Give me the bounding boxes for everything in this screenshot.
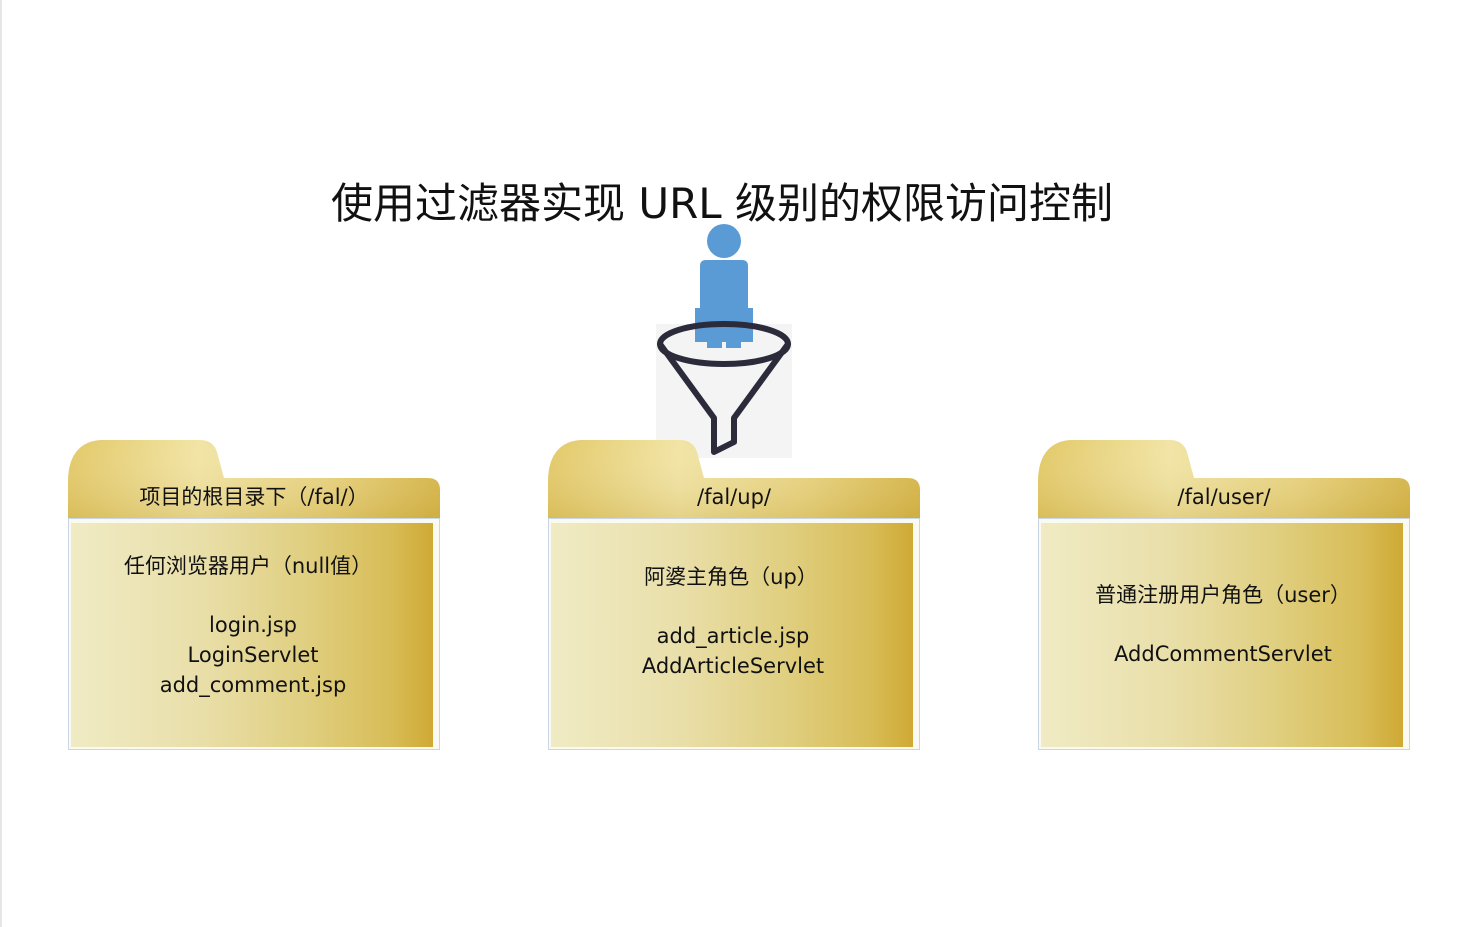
folder-icon	[68, 440, 440, 520]
folder-icon	[548, 440, 920, 520]
folder-content: 阿婆主角色（up） add_article.jsp AddArticleServ…	[548, 561, 918, 681]
folder-body-fill	[1041, 523, 1403, 747]
folder-body	[68, 518, 440, 750]
folder-label: /fal/user/	[1177, 485, 1271, 509]
role-label: 任何浏览器用户（null值）	[123, 554, 373, 578]
folder-user: /fal/user/ 普通注册用户角色（user） AddCommentServ…	[1038, 440, 1410, 750]
folder-label: 项目的根目录下（/fal/）	[139, 485, 369, 509]
folder-icon	[1038, 440, 1410, 520]
folder-body	[1038, 518, 1410, 750]
folder-label: /fal/up/	[697, 485, 771, 509]
file-item: AddCommentServlet	[1114, 642, 1332, 666]
folder-up: /fal/up/ 阿婆主角色（up） add_article.jsp AddAr…	[548, 440, 920, 750]
funnel-background	[656, 324, 792, 458]
folder-root: 项目的根目录下（/fal/） 任何浏览器用户（null值） login.jsp …	[68, 440, 440, 750]
funnel-icon	[657, 321, 791, 455]
file-item: AddArticleServlet	[641, 654, 825, 678]
person-icon	[695, 224, 753, 348]
role-label: 普通注册用户角色（user）	[1095, 583, 1351, 607]
diagram-title: 使用过滤器实现 URL 级别的权限访问控制	[330, 179, 1114, 228]
folder-body-fill	[71, 523, 433, 747]
folder-body-fill	[551, 523, 913, 747]
folder-content: 任何浏览器用户（null值） login.jsp LoginServlet ad…	[68, 550, 438, 700]
file-item: add_comment.jsp	[159, 673, 347, 697]
page-left-border	[0, 0, 2, 927]
file-item: add_article.jsp	[656, 624, 810, 648]
role-label: 阿婆主角色（up）	[644, 565, 818, 589]
folder-content: 普通注册用户角色（user） AddCommentServlet	[1038, 579, 1408, 669]
file-item: LoginServlet	[187, 643, 319, 667]
url-filter-graphic	[656, 224, 792, 458]
folder-body	[548, 518, 920, 750]
file-item: login.jsp	[209, 613, 297, 637]
